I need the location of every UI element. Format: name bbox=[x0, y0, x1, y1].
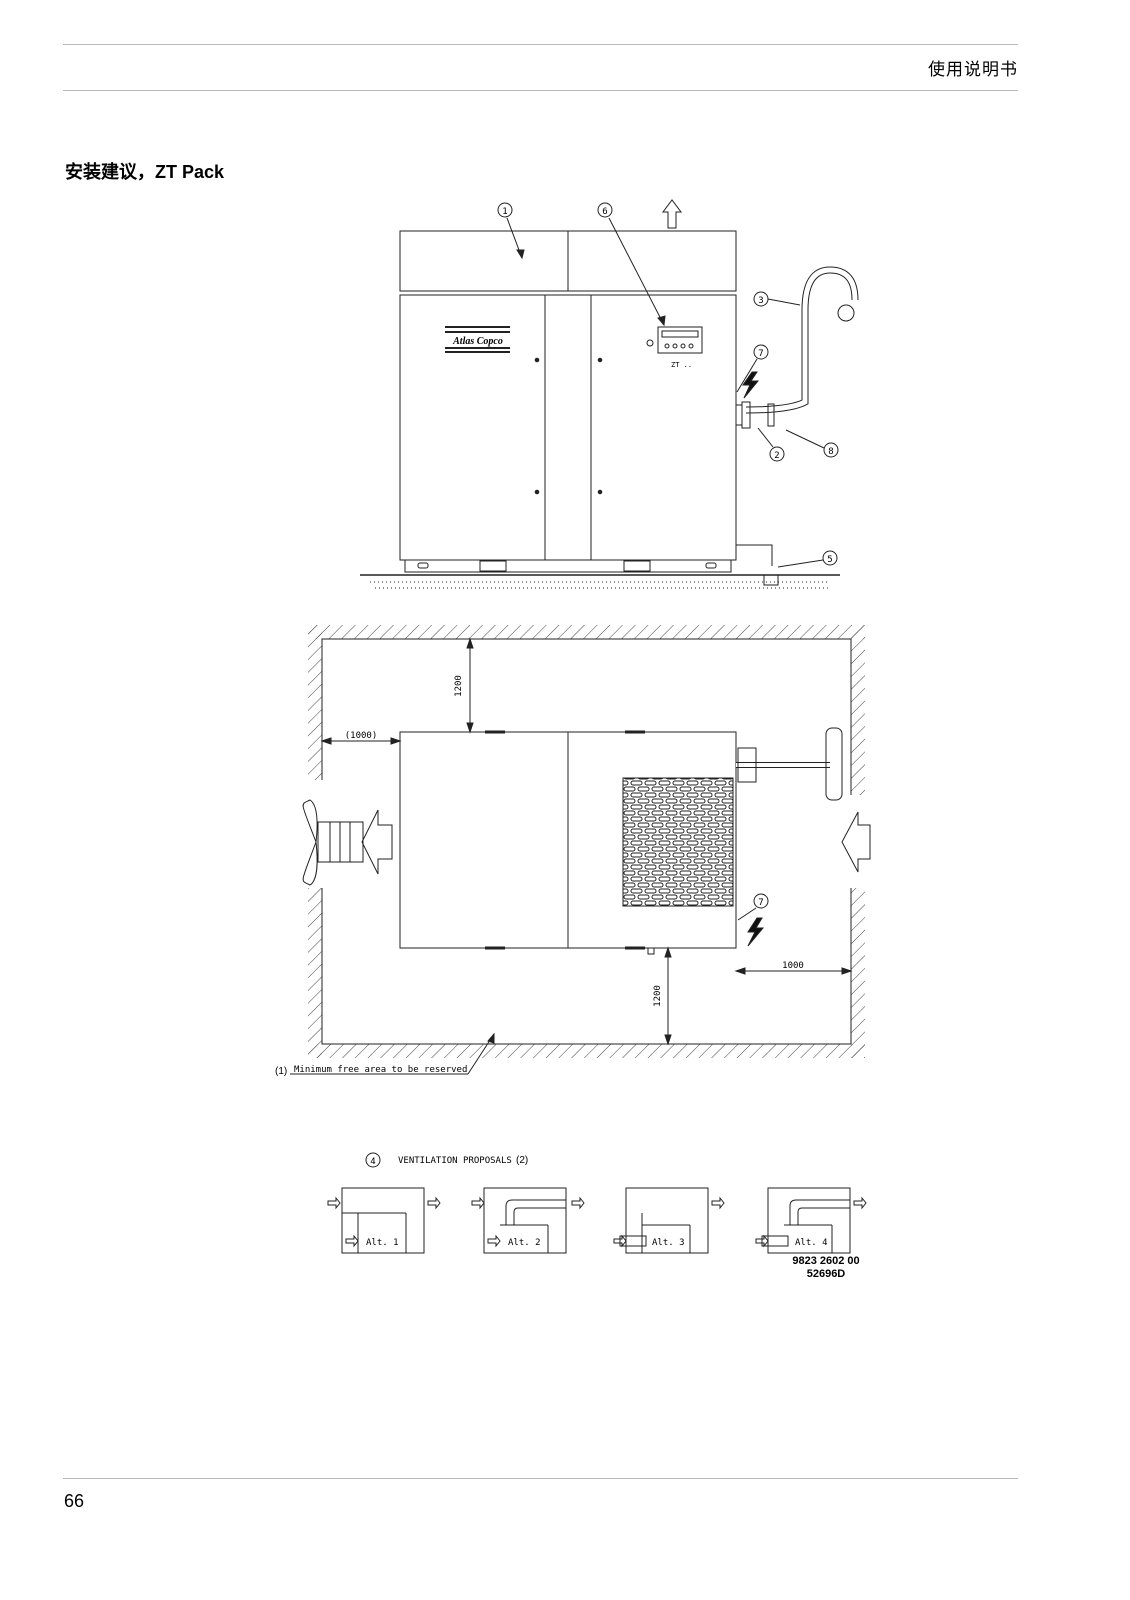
drawing-number: 9823 2602 00 bbox=[792, 1255, 859, 1267]
ventilation-alt-4: Alt. 4 bbox=[755, 1187, 867, 1254]
page-number: 66 bbox=[64, 1491, 85, 1511]
front-view: Atlas Copco ZT .. 1 6 bbox=[360, 199, 859, 589]
dimension-right: 1000 bbox=[782, 961, 804, 971]
outlet-pipe bbox=[745, 266, 859, 414]
plan-view: 1200 (1000) 1000 1200 7 (1) Minimum free… bbox=[275, 625, 871, 1077]
electrical-hazard-icon-plan bbox=[747, 917, 765, 947]
alt-4-label: Alt. 4 bbox=[795, 1238, 828, 1248]
air-outlet-arrow bbox=[662, 199, 682, 229]
callout-1: 1 bbox=[502, 207, 507, 217]
callout-5: 5 bbox=[827, 555, 832, 565]
callout-3: 3 bbox=[758, 296, 763, 306]
installation-drawing: Atlas Copco ZT .. 1 6 bbox=[275, 199, 871, 1280]
air-inlet-arrow-right bbox=[841, 811, 871, 873]
callout-4: 4 bbox=[370, 1157, 375, 1167]
dimension-top: 1200 bbox=[454, 675, 464, 697]
document-header-title: 使用说明书 bbox=[928, 60, 1018, 79]
ventilation-title-suffix: (2) bbox=[516, 1155, 528, 1166]
callout-8: 8 bbox=[828, 447, 833, 457]
drawing-code: 52696D bbox=[807, 1268, 846, 1280]
callout-2: 2 bbox=[774, 451, 779, 461]
callout-7-front: 7 bbox=[758, 349, 763, 359]
section-title: 安装建议，ZT Pack bbox=[65, 162, 225, 182]
compressor-body bbox=[399, 294, 737, 561]
ventilation-title: VENTILATION PROPOSALS bbox=[398, 1156, 512, 1166]
note-marker: (1) bbox=[275, 1066, 287, 1077]
ventilation-proposals: 4 VENTILATION PROPOSALS (2) Alt. 1 Alt. … bbox=[327, 1152, 867, 1280]
ventilation-alt-2: Alt. 2 bbox=[471, 1187, 585, 1254]
cooler-grille bbox=[622, 777, 734, 907]
header-top-rule bbox=[63, 44, 1018, 45]
controller-panel bbox=[657, 326, 703, 354]
electrical-hazard-icon bbox=[742, 371, 760, 399]
header-bottom-rule bbox=[63, 90, 1018, 91]
alt-3-label: Alt. 3 bbox=[652, 1238, 685, 1248]
alt-2-label: Alt. 2 bbox=[508, 1238, 541, 1248]
footer-rule bbox=[63, 1478, 1018, 1479]
note-text: Minimum free area to be reserved bbox=[294, 1065, 467, 1075]
air-inlet-arrow-left bbox=[361, 809, 393, 875]
ventilation-alt-1: Alt. 1 bbox=[327, 1187, 441, 1254]
callout-7-plan: 7 bbox=[758, 898, 763, 908]
callout-6: 6 bbox=[602, 207, 607, 217]
dimension-left: (1000) bbox=[345, 731, 378, 741]
ventilation-fan bbox=[302, 799, 364, 886]
brand-logo-text: Atlas Copco bbox=[452, 336, 503, 347]
atlas-copco-logo: Atlas Copco bbox=[445, 326, 510, 353]
dimension-bottom: 1200 bbox=[653, 985, 663, 1007]
ventilation-alt-3: Alt. 3 bbox=[613, 1187, 725, 1254]
model-label: ZT .. bbox=[671, 361, 692, 369]
alt-1-label: Alt. 1 bbox=[366, 1238, 399, 1248]
